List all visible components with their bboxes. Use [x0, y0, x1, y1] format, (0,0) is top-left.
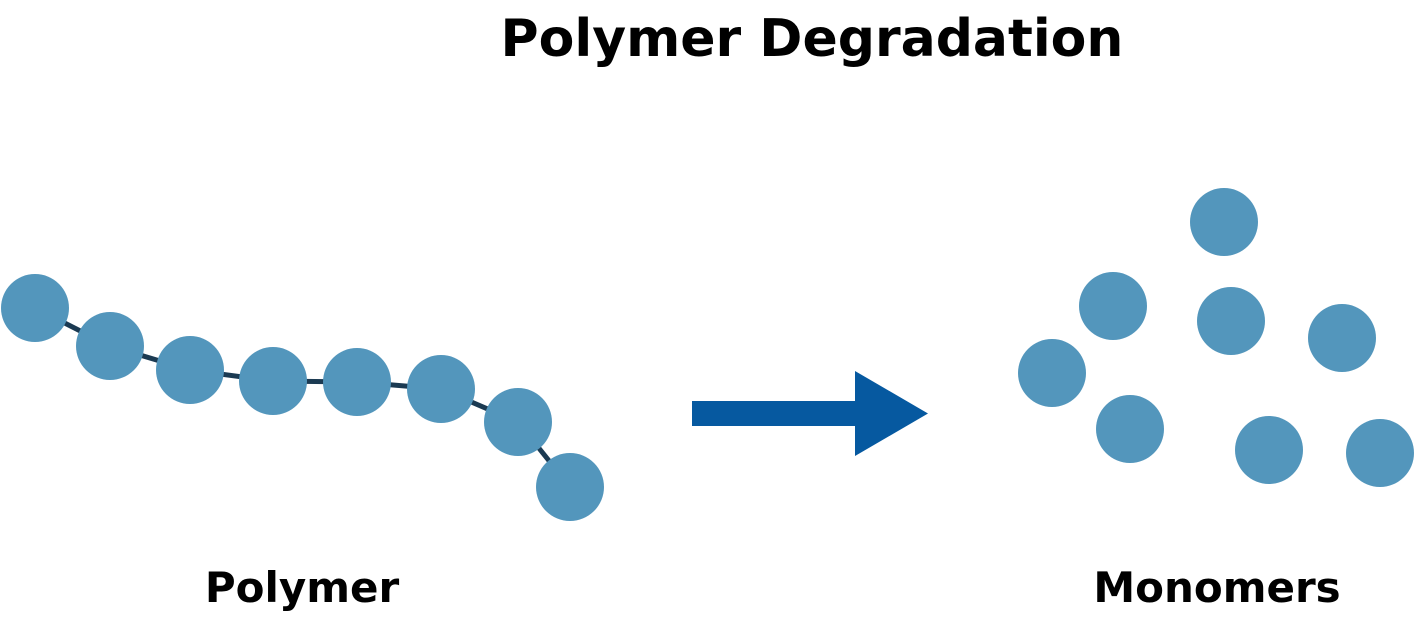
monomer-circle [1308, 304, 1376, 372]
polymer-node-circle [323, 348, 391, 416]
polymer-node-circle [156, 336, 224, 404]
polymer-node-circle [407, 355, 475, 423]
polymer-node-circle [239, 347, 307, 415]
diagram-title: Polymer Degradation [501, 9, 1124, 69]
polymer-node-circle [484, 388, 552, 456]
monomers-label: Monomers [1093, 563, 1340, 612]
polymer-node-circle [76, 312, 144, 380]
monomer-circle [1096, 395, 1164, 463]
polymer-node-circle [1, 274, 69, 342]
right-arrow-icon [692, 371, 928, 456]
polymer-node-circle [536, 453, 604, 521]
monomer-circle [1190, 188, 1258, 256]
reaction-arrow-group [692, 371, 928, 456]
monomer-circle [1018, 339, 1086, 407]
polymer-nodes-group [1, 274, 604, 521]
monomer-circle [1197, 287, 1265, 355]
monomer-circle [1079, 272, 1147, 340]
monomer-nodes-group [1018, 188, 1414, 487]
monomer-circle [1235, 416, 1303, 484]
monomer-circle [1346, 419, 1414, 487]
polymer-label: Polymer [205, 563, 400, 612]
